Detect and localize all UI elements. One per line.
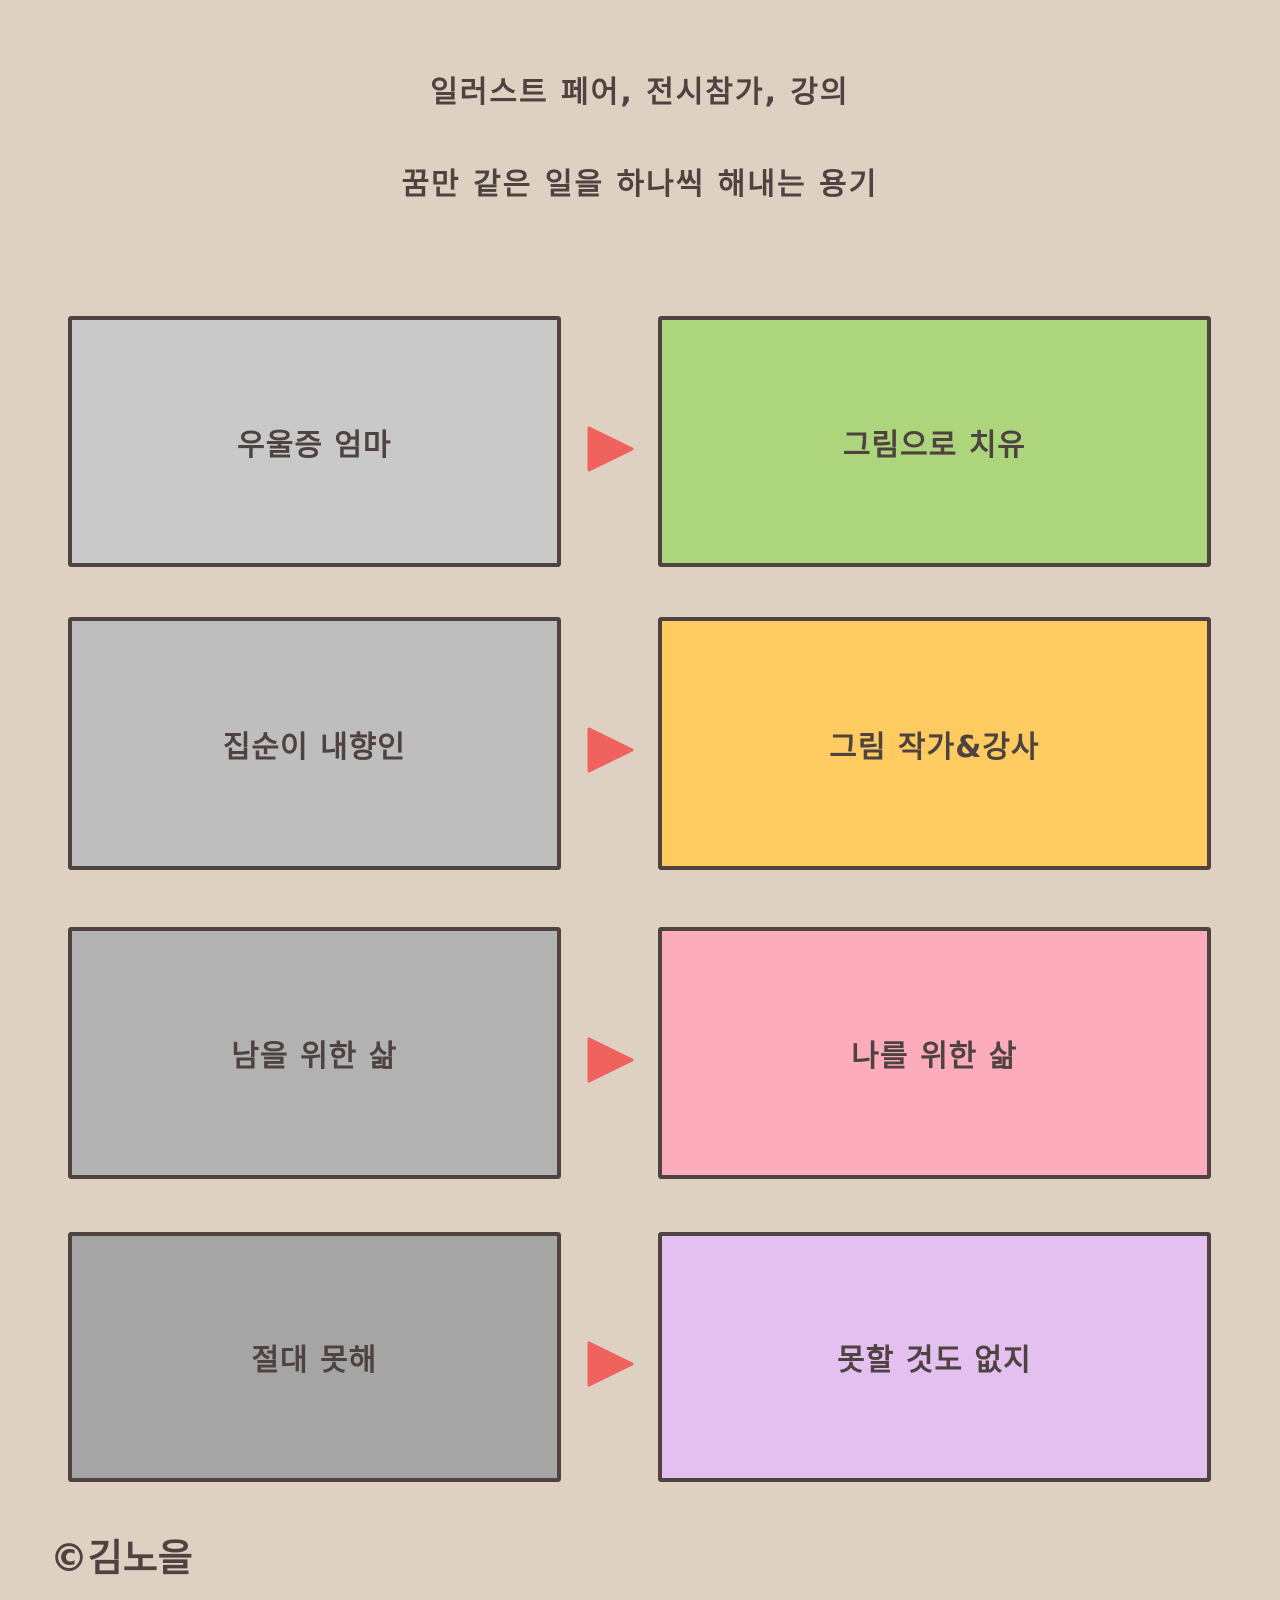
play-triangle-icon [587,426,634,472]
copyright-credit: ©김노을 [50,1536,193,1580]
play-triangle-icon [587,1341,634,1387]
title-line-2: 꿈만 같은 일을 하나씩 해내는 용기 [401,167,879,202]
play-triangle-icon [587,727,634,773]
before-box-2: 집순이 내향인 [68,617,561,870]
title-line-1: 일러스트 페어, 전시참가, 강의 [430,75,850,110]
before-box-3: 남을 위한 삶 [68,927,561,1179]
after-box-3: 나를 위한 삶 [658,927,1211,1179]
before-box-4: 절대 못해 [68,1232,561,1482]
after-box-2: 그림 작가&강사 [658,617,1211,870]
after-box-1: 그림으로 치유 [658,316,1211,567]
after-box-4: 못할 것도 없지 [658,1232,1211,1482]
play-triangle-icon [587,1037,634,1083]
before-box-1: 우울증 엄마 [68,316,561,567]
